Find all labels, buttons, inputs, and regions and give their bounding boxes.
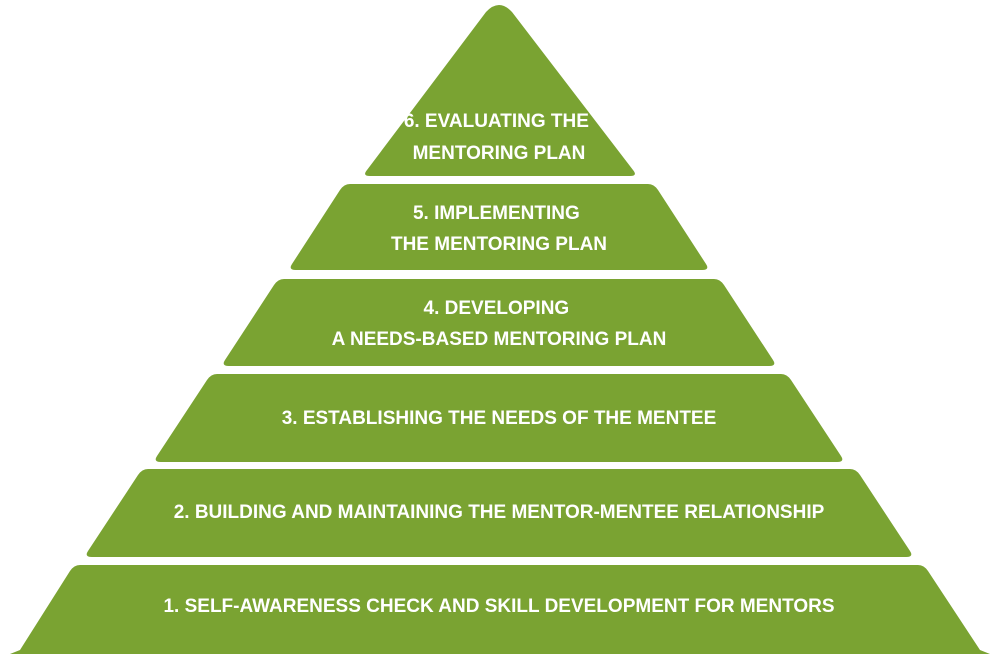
tier-4-shape <box>223 279 775 366</box>
tier-4-label-line-1: 4. DEVELOPING <box>424 298 570 319</box>
tier-6-label-line-2: MENTORING PLAN <box>413 143 586 164</box>
tier-5-label-line-2: THE MENTORING PLAN <box>391 234 607 255</box>
tier-6-label-line-1: 6. EVALUATING THE <box>404 111 589 132</box>
svg-text:1. SELF-AWARENESS CHECK AND SK: 1. SELF-AWARENESS CHECK AND SKILL DEVELO… <box>163 596 834 617</box>
tier-4-label-line-2: A NEEDS-BASED MENTORING PLAN <box>332 329 667 350</box>
pyramid-tier-2: 2. BUILDING AND MAINTAINING THE MENTOR-M… <box>86 469 912 557</box>
tier-5-label-line-1: 5. IMPLEMENTING <box>413 203 580 224</box>
svg-text:5. IMPLEMENTING THE MENT: 5. IMPLEMENTING THE MENTORING PLAN <box>391 203 607 255</box>
tier-3-label-line-1: 3. ESTABLISHING THE NEEDS OF THE MENTEE <box>282 408 717 429</box>
tier-2-label-line-1: 2. BUILDING AND MAINTAINING THE MENTOR-M… <box>174 502 825 523</box>
tier-5-shape <box>290 184 708 270</box>
tier-1-shape <box>10 565 990 654</box>
tier-3-shape <box>155 374 843 462</box>
tier-1-label-line-1: 1. SELF-AWARENESS CHECK AND SKILL DEVELO… <box>163 596 834 617</box>
svg-text:3. ESTABLISHING THE NEEDS OF T: 3. ESTABLISHING THE NEEDS OF THE MENTEE <box>282 408 717 429</box>
pyramid-tier-4: 4. DEVELOPING A NEEDS-BASED MENTORING PL… <box>223 279 775 366</box>
pyramid-tier-3: 3. ESTABLISHING THE NEEDS OF THE MENTEE <box>155 374 843 462</box>
tier-2-shape <box>86 469 912 557</box>
svg-text:6. EVALUATING THE MENTOR: 6. EVALUATING THE MENTORING PLAN <box>404 111 594 164</box>
svg-text:2. BUILDING AND MAINTAINING TH: 2. BUILDING AND MAINTAINING THE MENTOR-M… <box>174 502 825 523</box>
pyramid-tier-5: 5. IMPLEMENTING THE MENTORING PLAN <box>290 184 708 270</box>
pyramid-tier-1: 1. SELF-AWARENESS CHECK AND SKILL DEVELO… <box>10 565 990 654</box>
svg-text:4. DEVELOPING A NEEDS-BA: 4. DEVELOPING A NEEDS-BASED MENTORING PL… <box>332 298 667 350</box>
tier-6-shape <box>365 5 635 176</box>
pyramid-tier-6: 6. EVALUATING THE MENTORING PLAN <box>365 5 635 176</box>
